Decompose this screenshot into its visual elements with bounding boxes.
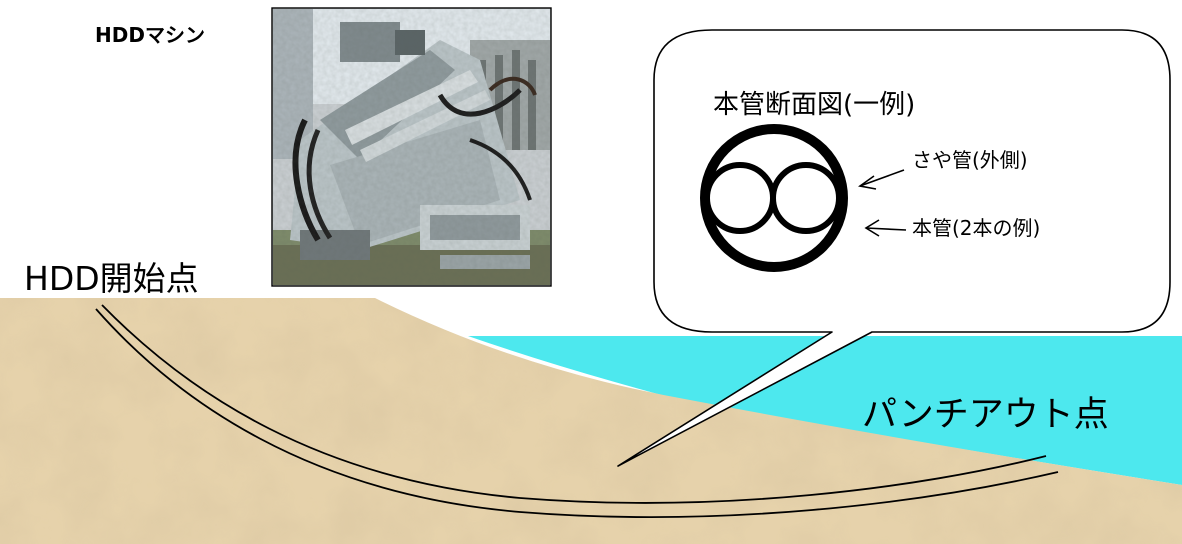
main-pipe-left	[704, 162, 776, 234]
start-point-label: HDD開始点	[24, 259, 199, 298]
pipe-cross-section	[700, 124, 848, 272]
ground	[0, 298, 1182, 544]
drill-path	[95, 304, 1059, 518]
cross-section-title: 本管断面図(一例)	[713, 90, 916, 120]
sea-water	[468, 336, 1182, 485]
drill-path-upper	[101, 304, 1047, 504]
casing-arrow	[858, 169, 905, 190]
main-pipe-arrow	[864, 219, 907, 237]
hdd-machine-photo	[271, 7, 552, 287]
main-pipe-label: 本管(2本の例)	[912, 216, 1041, 240]
drill-path-lower	[95, 308, 1059, 518]
machine-label: HDDマシン	[95, 23, 205, 47]
casing-pipe-label: さや管(外側)	[912, 148, 1028, 172]
main-pipe-right	[770, 162, 842, 234]
punch-out-point-label: パンチアウト点	[862, 395, 1109, 435]
